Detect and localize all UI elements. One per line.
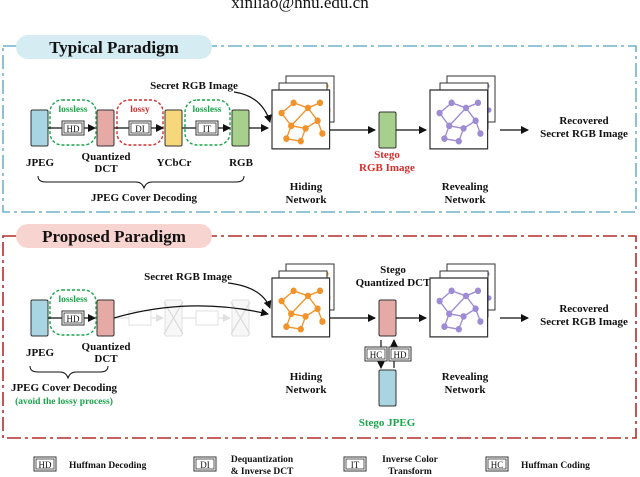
stego-label-2: RGB Image	[359, 162, 415, 174]
proposed-title-pill	[16, 224, 212, 248]
svg-text:HD: HD	[39, 460, 52, 470]
recovered-label-2: Secret RGB Image	[540, 128, 628, 140]
revealing-label-1: Revealing	[442, 181, 489, 193]
ycbcr-label: YCbCr	[157, 157, 192, 169]
di-op-icon: DI	[128, 120, 152, 136]
typical-title: Typical Paradigm	[49, 38, 179, 57]
author-email: xinliao@hnu.edu.cn	[231, 0, 369, 12]
it-op-icon: IT	[195, 120, 219, 136]
decoding-brace	[37, 175, 245, 190]
lossless-oval-3	[49, 289, 97, 336]
legend-di-label-1: Dequantization	[231, 455, 294, 465]
legend: HD Huffman Decoding DI Dequantization & …	[33, 455, 590, 477]
lossless-oval-1	[49, 99, 97, 146]
svg-text:HC: HC	[370, 350, 383, 360]
lossless-label-3: lossless	[58, 295, 87, 305]
avoid-lossy-label: (avoid the lossy process)	[15, 396, 113, 407]
svg-text:HC: HC	[491, 460, 504, 470]
jpeg-block	[30, 109, 49, 147]
stego-dct-block	[378, 299, 397, 337]
legend-di-icon: DI	[193, 456, 217, 472]
hiding-label-2: Network	[286, 194, 328, 206]
stego-rgb-block	[378, 111, 397, 149]
dct-block	[96, 109, 115, 147]
rgb-block	[231, 109, 250, 147]
skipped-lossy-path	[114, 299, 251, 337]
revealing-label-2: Network	[445, 194, 487, 206]
ycbcr-block	[164, 109, 183, 147]
typical-title-pill	[16, 35, 212, 59]
lossy-oval	[116, 99, 164, 146]
svg-text:DI: DI	[200, 460, 210, 470]
svg-text:DI: DI	[135, 124, 145, 134]
proposed-title: Proposed Paradigm	[42, 227, 186, 246]
revealing-label-2b: Network	[445, 384, 487, 396]
jpeg-label: JPEG	[26, 157, 55, 169]
dct-label-2a: Quantized	[82, 341, 131, 353]
hiding-network-icon	[271, 75, 335, 150]
recovered-label-2b: Secret RGB Image	[540, 316, 628, 328]
svg-text:HD: HD	[394, 350, 407, 360]
decoding-label: JPEG Cover Decoding	[91, 192, 198, 204]
decoding-label-2: JPEG Cover Decoding	[11, 382, 118, 394]
lossy-label: lossy	[130, 105, 150, 115]
decoding-brace-2	[29, 365, 109, 380]
hiding-network-icon-2	[271, 263, 335, 338]
stego-jpeg-block	[378, 369, 397, 407]
legend-it-icon: IT	[343, 456, 367, 472]
legend-it-label-1: Inverse Color	[382, 455, 438, 465]
stego-label-1: Stego	[374, 149, 400, 161]
revealing-network-icon	[429, 75, 496, 150]
svg-text:HD: HD	[67, 124, 80, 134]
legend-hc-icon: HC	[485, 456, 509, 472]
hd-op-icon-3: HD	[388, 346, 412, 362]
secret-label: Secret RGB Image	[150, 80, 238, 92]
recovered-label-1: Recovered	[559, 115, 608, 127]
hd-op-icon-2: HD	[61, 310, 85, 326]
hc-op-icon: HC	[364, 346, 388, 362]
jpeg-block-2	[30, 299, 49, 337]
legend-di-label-2: & Inverse DCT	[231, 467, 294, 477]
stego-dct-label-2: Quantized DCT	[356, 277, 432, 289]
dct-block-2	[96, 299, 115, 337]
recovered-label-2a: Recovered	[559, 303, 608, 315]
lossless-label-2: lossless	[192, 105, 221, 115]
svg-text:IT: IT	[351, 460, 360, 470]
svg-text:IT: IT	[203, 124, 212, 134]
rgb-label: RGB	[229, 157, 254, 169]
revealing-label-2a: Revealing	[442, 371, 489, 383]
secret-label-2: Secret RGB Image	[144, 271, 232, 283]
hiding-label-2b: Network	[286, 384, 328, 396]
legend-hc-label: Huffman Coding	[521, 461, 590, 471]
proposed-panel: Proposed Paradigm lossless HD JPEG Quant…	[2, 224, 637, 439]
hd-op-icon: HD	[61, 120, 85, 136]
svg-text:HD: HD	[67, 314, 80, 324]
dct-label-2: DCT	[94, 163, 118, 175]
revealing-network-icon-2	[429, 263, 496, 338]
stego-dct-label-1: Stego	[380, 264, 406, 276]
legend-hd-icon: HD	[33, 456, 57, 472]
lossless-oval-2	[184, 99, 231, 146]
legend-it-label-2: Transform	[388, 467, 432, 477]
hiding-label-2a: Hiding	[290, 371, 323, 383]
dct-label-2b: DCT	[94, 353, 118, 365]
jpeg-label-2: JPEG	[26, 347, 55, 359]
legend-hd-label: Huffman Decoding	[69, 461, 147, 471]
lossless-label-1: lossless	[58, 105, 87, 115]
stego-jpeg-label: Stego JPEG	[359, 417, 416, 429]
typical-panel: Typical Paradigm lossless lossy lossless…	[2, 35, 637, 213]
hiding-label-1: Hiding	[290, 181, 323, 193]
dct-label-1: Quantized	[82, 151, 131, 163]
